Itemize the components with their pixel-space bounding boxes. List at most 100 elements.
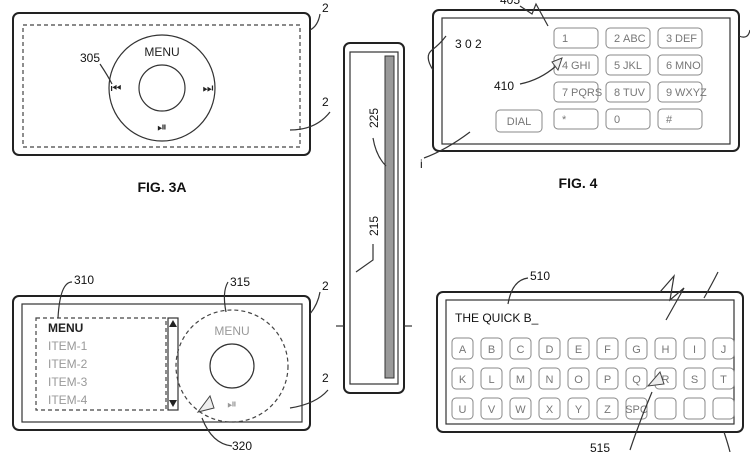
fig-5-ref-510: 510 bbox=[530, 269, 550, 283]
fig-4-key bbox=[657, 81, 703, 103]
fig-5-leader-slash bbox=[703, 271, 719, 299]
fig-4-dial-key bbox=[495, 109, 543, 133]
fig-4-ref-410: 410 bbox=[494, 79, 514, 93]
fig-5-key-label: F bbox=[604, 344, 611, 356]
side-view-ref-225: 225 bbox=[367, 108, 381, 128]
fig-5-key-label: J bbox=[721, 344, 727, 356]
fig-3b-virtual-center bbox=[209, 343, 255, 389]
fig-4-key-label: 5 bbox=[614, 60, 620, 72]
fig-4-ref-405: 405 bbox=[500, 0, 520, 7]
fig-5-key-label: M bbox=[516, 374, 525, 386]
fig-3b-ref-310: 310 bbox=[74, 273, 94, 287]
fig-4-key-label: 3 bbox=[666, 33, 672, 45]
fig-4-pointer-arrow bbox=[551, 57, 563, 72]
side-view-body bbox=[343, 42, 405, 394]
fig-4-leader-right-edge bbox=[738, 29, 750, 38]
fig-3b-menu-title: MENU bbox=[48, 321, 83, 335]
fig-5-key-label: E bbox=[575, 344, 582, 356]
fig-4-key bbox=[657, 108, 703, 130]
fig-5-key bbox=[683, 337, 706, 360]
fig-4-key bbox=[657, 27, 703, 49]
fig-4-key bbox=[553, 27, 599, 49]
fig-5-key bbox=[654, 337, 677, 360]
fig-5-leader-515 bbox=[629, 391, 653, 451]
fig-5-key bbox=[538, 397, 561, 420]
fig-5-display-text: THE QUICK B_ bbox=[455, 311, 539, 325]
side-view-touch-layer bbox=[384, 55, 395, 379]
fig-4-key-label: 7 bbox=[562, 87, 568, 99]
fig-4-ref-left-mark: i bbox=[420, 157, 423, 171]
fig-4-key-label: 9 bbox=[666, 87, 672, 99]
fig-4-key bbox=[605, 108, 651, 130]
fig-4-key bbox=[553, 108, 599, 130]
fig-5-key bbox=[625, 367, 648, 390]
fig-5-key bbox=[712, 337, 735, 360]
fig-4-key-letters: TUV bbox=[623, 87, 646, 99]
fig-4-key bbox=[657, 54, 703, 76]
fig-3a: MENU ⏮ ⏭ ⏯ 305 2 2 FIG. 3A bbox=[12, 1, 331, 195]
fig-5-key bbox=[451, 397, 474, 420]
fig-3b-ref-320: 320 bbox=[232, 439, 252, 452]
fig-3b-pointer-arrow bbox=[196, 394, 215, 413]
fig-4-key-letters: GHI bbox=[571, 60, 591, 72]
side-view-inner-frame bbox=[349, 51, 399, 385]
fig-3a-center-button bbox=[138, 64, 186, 112]
fig-5-key-label: G bbox=[632, 344, 641, 356]
fig-3b-menu-item: ITEM-2 bbox=[48, 357, 88, 371]
fig-3a-ref-2-right: 2 bbox=[322, 95, 329, 109]
fig-5-key-label: SPC bbox=[625, 404, 648, 416]
fig-5-key-label: Y bbox=[575, 404, 583, 416]
fig-3a-leader-305 bbox=[99, 63, 113, 85]
fig-3b-virtual-wheel bbox=[175, 309, 289, 423]
fig-5-key bbox=[509, 337, 532, 360]
fig-5-screen bbox=[445, 299, 735, 425]
fig-4-key-letters: DEF bbox=[675, 33, 697, 45]
fig-5-key bbox=[625, 337, 648, 360]
fig-3b-scrollbar bbox=[167, 317, 179, 411]
fig-5-key-label: W bbox=[515, 404, 526, 416]
fig-3a-next-icon: ⏭ bbox=[203, 81, 214, 95]
fig-5-leader-right-edge bbox=[723, 431, 731, 452]
fig-5-key-label: B bbox=[488, 344, 495, 356]
fig-3b-menu-item: ITEM-3 bbox=[48, 375, 88, 389]
fig-3b-leader-2-top bbox=[309, 291, 321, 315]
fig-5-key bbox=[712, 367, 735, 390]
fig-5-device-body bbox=[436, 291, 744, 433]
fig-5-key bbox=[712, 397, 735, 420]
fig-3b-ref-2-right: 2 bbox=[322, 371, 329, 385]
fig-3a-menu-label: MENU bbox=[144, 45, 179, 59]
fig-5-key-label: D bbox=[546, 344, 554, 356]
fig-4-key-label: 6 bbox=[666, 60, 672, 72]
fig-4-key bbox=[605, 27, 651, 49]
fig-4-dial-label: DIAL bbox=[507, 116, 531, 128]
fig-3b-scroll-up-icon bbox=[169, 320, 177, 327]
fig-4-leader-bottom bbox=[423, 131, 471, 159]
fig-4-key-label: 8 bbox=[614, 87, 620, 99]
fig-5-key bbox=[451, 337, 474, 360]
fig-5-ref-515: 515 bbox=[590, 441, 610, 452]
fig-4-key-letters: WXYZ bbox=[675, 87, 707, 99]
fig-4-device-body bbox=[432, 9, 740, 152]
fig-5-key-label: I bbox=[693, 344, 696, 356]
fig-5-pointer-arrow bbox=[646, 371, 665, 387]
fig-3b-menu-item: ITEM-4 bbox=[48, 393, 88, 407]
fig-5-key-label: T bbox=[720, 374, 727, 386]
fig-4-caption: FIG. 4 bbox=[559, 175, 598, 191]
fig-3b-menu-item: ITEM-1 bbox=[48, 339, 88, 353]
fig-5-key bbox=[509, 367, 532, 390]
fig-5-key bbox=[654, 397, 677, 420]
fig-5-key-label: Q bbox=[632, 374, 641, 386]
fig-3a-device-body bbox=[12, 12, 311, 156]
fig-5-key-label: A bbox=[459, 344, 467, 356]
fig-3a-click-wheel bbox=[108, 34, 216, 142]
fig-4-key bbox=[553, 81, 599, 103]
fig-3b-screen bbox=[21, 303, 303, 423]
fig-5-key-label: K bbox=[459, 374, 467, 386]
side-view-leader-225 bbox=[372, 137, 387, 167]
fig-5-key-label: H bbox=[662, 344, 670, 356]
fig-5-key bbox=[538, 367, 561, 390]
fig-5-key bbox=[509, 397, 532, 420]
fig-5-key bbox=[596, 367, 619, 390]
